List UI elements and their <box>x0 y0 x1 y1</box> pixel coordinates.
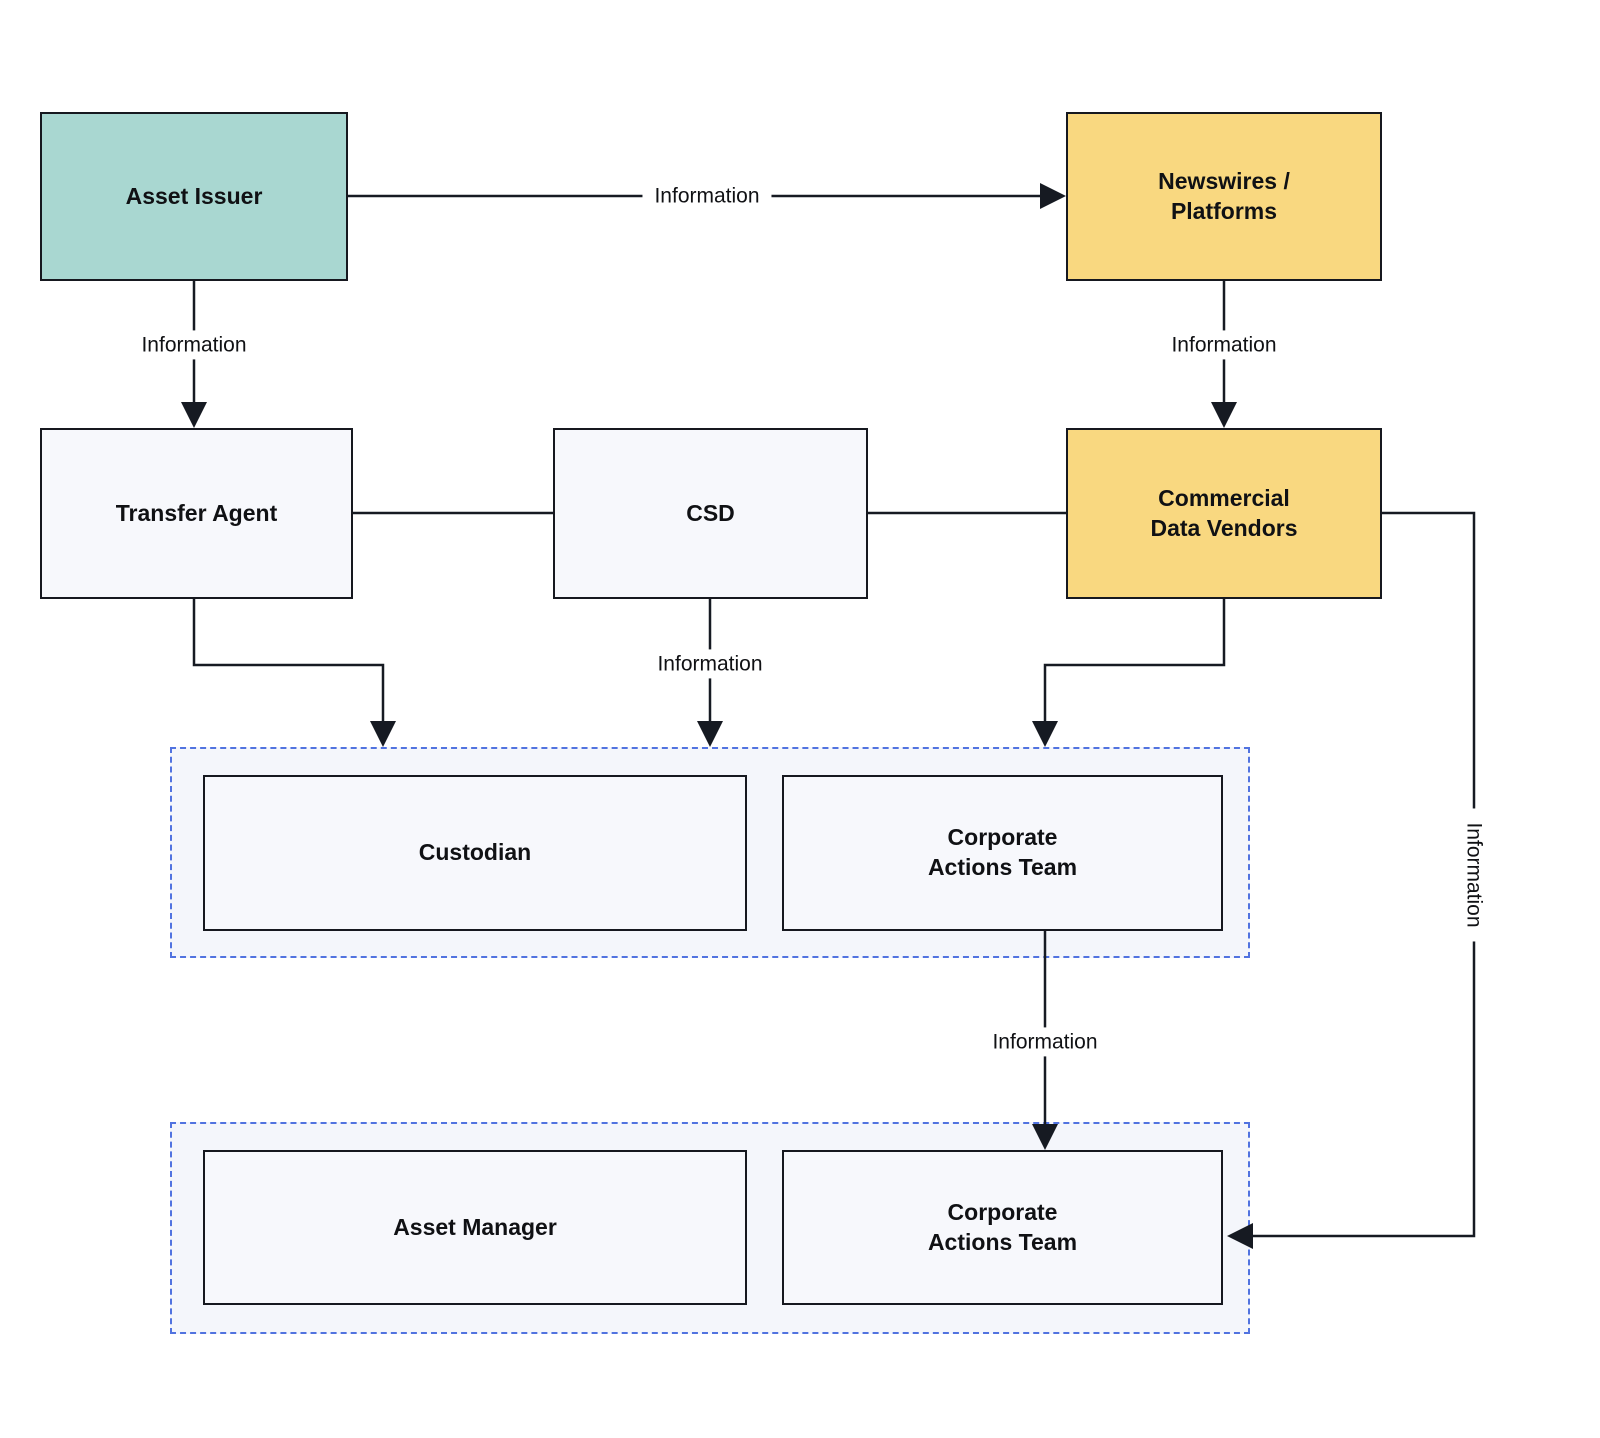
node-label-custodian: Custodian <box>418 839 532 866</box>
edge-label-cat1-to-cat2: Information <box>980 1027 1110 1057</box>
edge-label-issuer-to-newswires: Information <box>642 181 772 211</box>
arrowhead-left <box>1227 1223 1253 1249</box>
arrowhead-down <box>1211 402 1237 428</box>
edge-label-csd-to-custody-group: Information <box>645 649 775 679</box>
node-newswires-platforms: Newswires / Platforms <box>1066 112 1382 281</box>
arrowhead-down <box>1032 721 1058 747</box>
arrowhead-down <box>697 721 723 747</box>
node-label-asset-manager: Asset Manager <box>393 1213 557 1240</box>
edge-label-issuer-to-transfer-agent: Information <box>129 330 259 360</box>
edge-label-vendors-to-cat2: Information <box>1459 808 1489 942</box>
node-label-corporate-actions-team-1: Corporate Actions Team <box>927 824 1078 880</box>
node-commercial-data-vendors: Commercial Data Vendors <box>1066 428 1382 599</box>
node-corporate-actions-team-1: Corporate Actions Team <box>782 775 1223 931</box>
edge-transfer-agent-to-custody-group <box>192 599 385 743</box>
arrowhead-right <box>1040 183 1066 209</box>
arrowhead-down <box>370 721 396 747</box>
node-asset-manager: Asset Manager <box>203 1150 747 1305</box>
arrowhead-down <box>1032 1124 1058 1150</box>
edge-label-newswires-to-vendors: Information <box>1159 330 1289 360</box>
edge-vendors-to-cat2 <box>1231 511 1476 1238</box>
node-custodian: Custodian <box>203 775 747 931</box>
node-label-newswires-platforms: Newswires / Platforms <box>1158 167 1290 224</box>
node-label-corporate-actions-team-2: Corporate Actions Team <box>927 1198 1078 1255</box>
node-label-csd: CSD <box>686 499 735 526</box>
node-corporate-actions-team-2: Corporate Actions Team <box>782 1150 1223 1305</box>
node-transfer-agent: Transfer Agent <box>40 428 353 599</box>
node-label-asset-issuer: Asset Issuer <box>125 182 263 209</box>
node-label-transfer-agent: Transfer Agent <box>115 499 278 526</box>
arrowhead-down <box>181 402 207 428</box>
node-asset-issuer: Asset Issuer <box>40 112 348 281</box>
node-csd: CSD <box>553 428 868 599</box>
edge-vendors-to-custody-group <box>1043 599 1226 743</box>
node-label-commercial-data-vendors: Commercial Data Vendors <box>1150 484 1298 541</box>
